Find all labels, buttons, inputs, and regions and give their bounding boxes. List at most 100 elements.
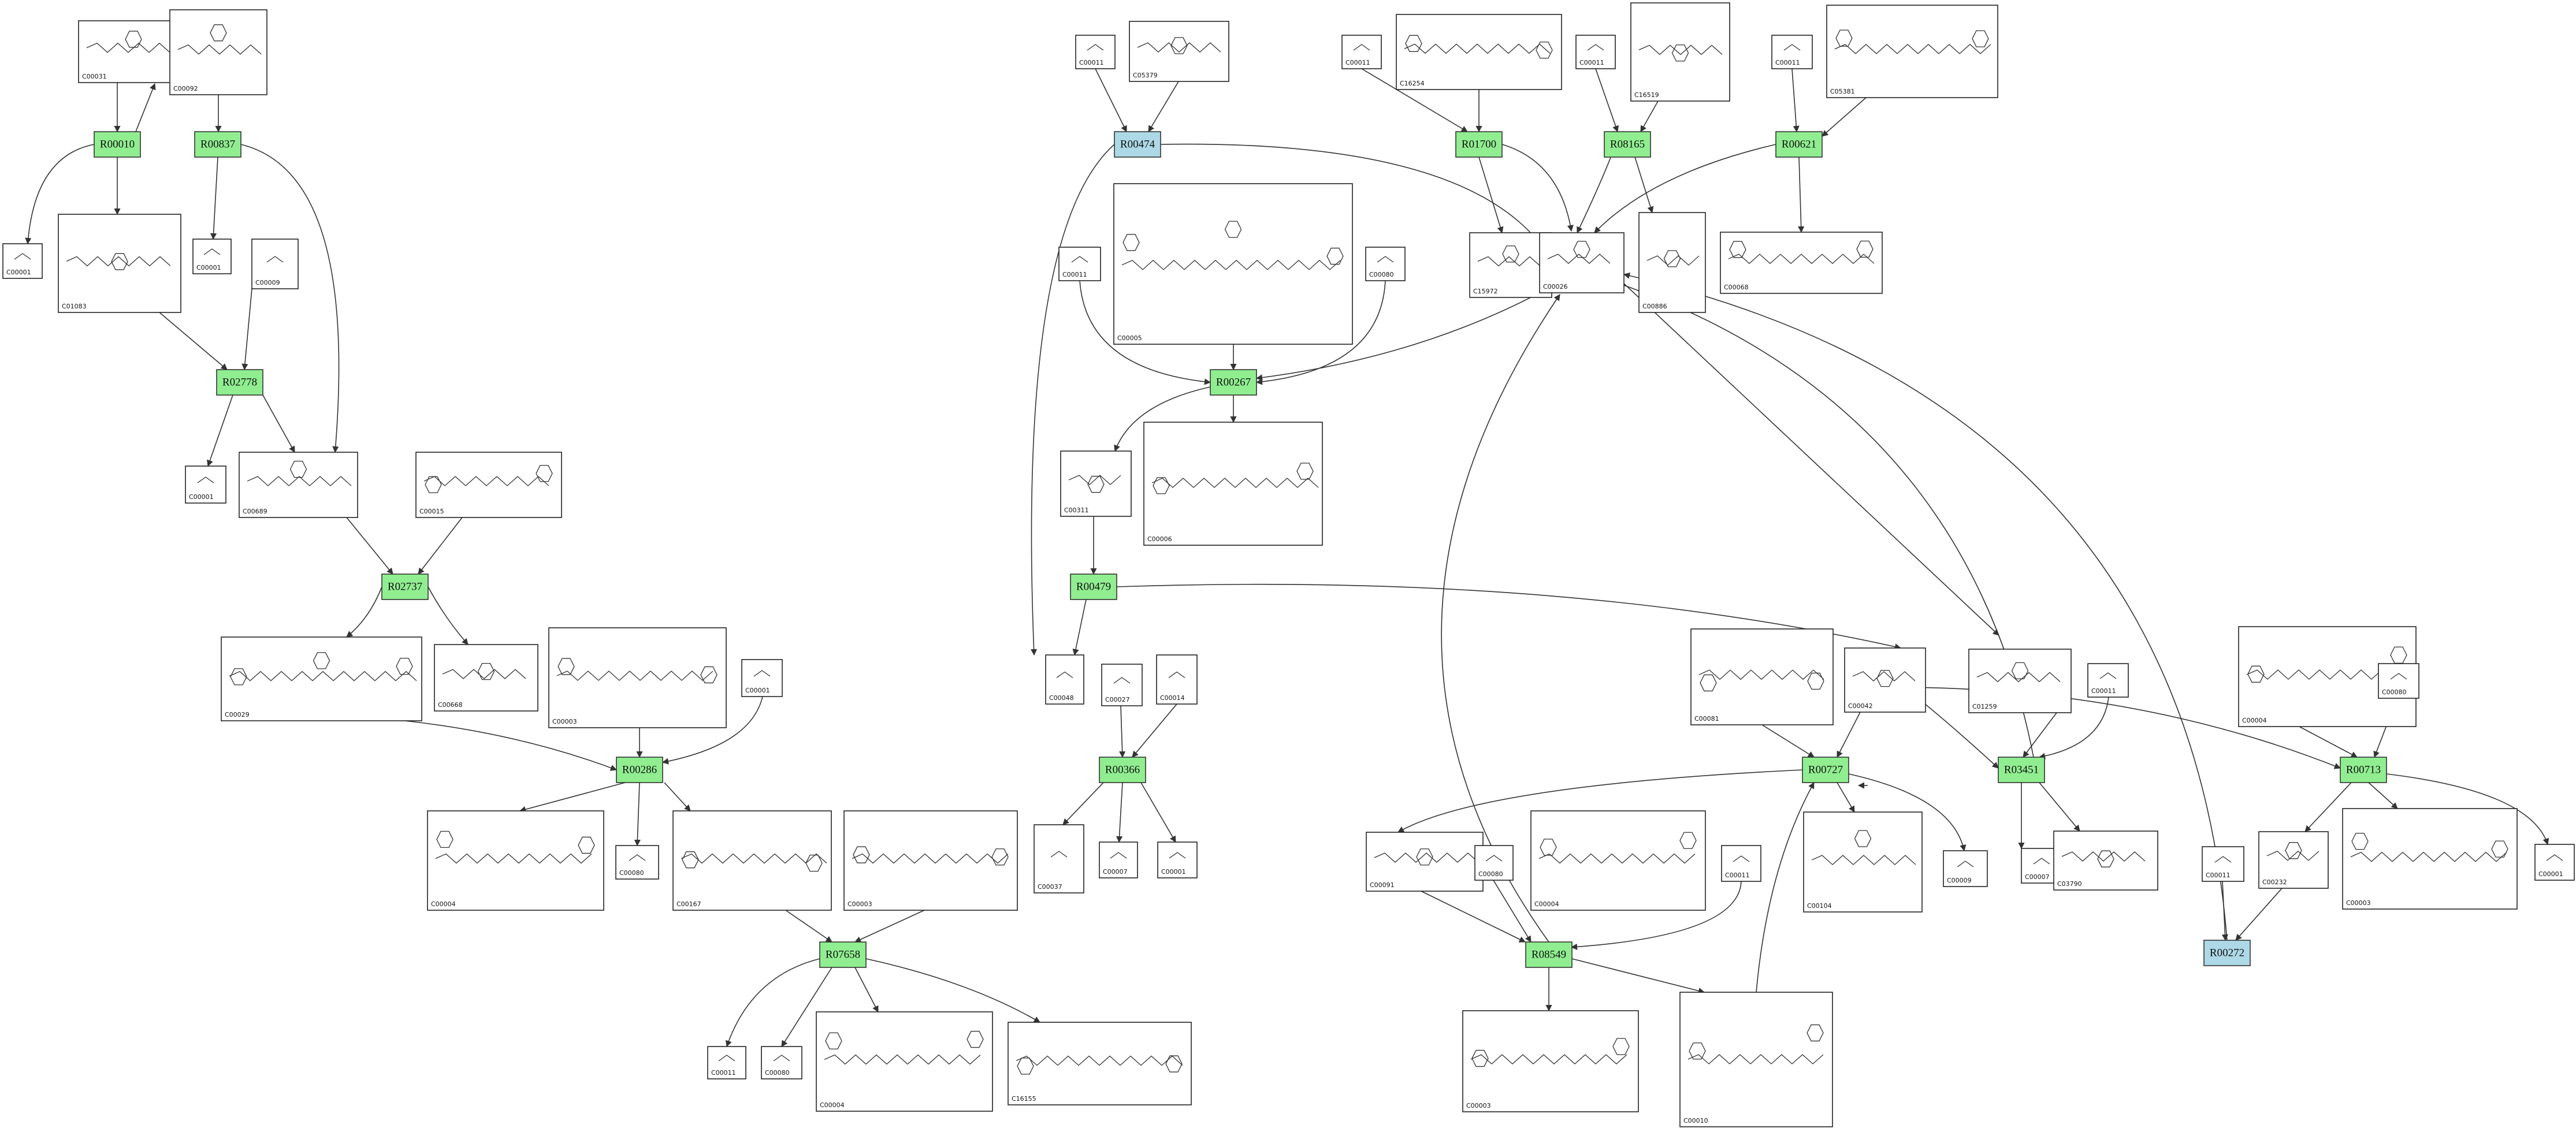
compound-node[interactable]: C05381 — [1826, 5, 1998, 98]
compound-node[interactable]: C00015 — [415, 452, 562, 518]
reaction-edge-10 — [262, 394, 295, 453]
compound-node[interactable]: C00003 — [1462, 1010, 1639, 1112]
compound-node[interactable]: C00027 — [1101, 664, 1143, 706]
reaction-node[interactable]: R08549 — [1525, 941, 1573, 968]
reaction-node[interactable]: R00272 — [2203, 940, 2251, 966]
reaction-node[interactable]: R00713 — [2340, 757, 2387, 783]
compound-node[interactable]: C00004 — [1530, 810, 1706, 911]
compound-node[interactable]: C00668 — [434, 644, 538, 712]
compound-node[interactable]: C00004 — [816, 1011, 993, 1112]
reaction-edge-39 — [1072, 599, 1087, 656]
reaction-node[interactable]: R00286 — [616, 757, 663, 783]
reaction-node[interactable]: R00727 — [1802, 757, 1849, 783]
compound-node[interactable]: C00001 — [1157, 841, 1198, 878]
compound-node[interactable]: C00091 — [1366, 832, 1484, 892]
compound-node[interactable]: C00007 — [1099, 841, 1138, 878]
compound-node[interactable]: C00003 — [2342, 808, 2518, 910]
compound-node[interactable]: C00011 — [1771, 35, 1813, 69]
structure-sketch — [1151, 463, 1319, 494]
compound-node[interactable]: C00001 — [741, 659, 783, 697]
structure-sketch — [1470, 1038, 1630, 1067]
compound-node[interactable]: C00001 — [192, 239, 232, 274]
compound-node[interactable]: C01083 — [58, 214, 181, 313]
reaction-node[interactable]: R01700 — [1455, 131, 1503, 158]
compound-id-label: C00009 — [1947, 877, 1972, 884]
compound-node[interactable]: C00886 — [1638, 212, 1706, 313]
compound-node[interactable]: C00011 — [2087, 663, 2129, 698]
compound-node[interactable]: C00080 — [1474, 845, 1514, 881]
compound-id-label: C05379 — [1133, 72, 1158, 79]
reaction-node[interactable]: R08165 — [1604, 131, 1651, 158]
compound-node[interactable]: C00011 — [1575, 35, 1616, 69]
compound-node[interactable]: C16519 — [1630, 2, 1730, 102]
compound-box — [1113, 183, 1353, 345]
compound-node[interactable]: C00029 — [221, 636, 422, 721]
compound-node[interactable]: C00003 — [548, 627, 727, 728]
compound-node[interactable]: C00011 — [1058, 247, 1101, 281]
compound-node[interactable]: C00014 — [1156, 654, 1198, 705]
compound-node[interactable]: C00011 — [1075, 35, 1116, 69]
compound-node[interactable]: C00009 — [251, 239, 299, 289]
compound-node[interactable]: C00081 — [1690, 628, 1834, 725]
reaction-node[interactable]: R00837 — [194, 131, 241, 158]
compound-node[interactable]: C00037 — [1034, 824, 1084, 893]
compound-node[interactable]: C00011 — [1721, 845, 1761, 882]
reaction-node[interactable]: R02737 — [381, 574, 429, 600]
compound-node[interactable]: C00080 — [1365, 247, 1406, 281]
compound-node[interactable]: C00011 — [707, 1046, 746, 1079]
reaction-node[interactable]: R07658 — [819, 941, 867, 968]
compound-node[interactable]: C00009 — [1943, 850, 1988, 887]
reaction-node[interactable]: R00474 — [1114, 131, 1161, 158]
reaction-box — [1099, 757, 1146, 783]
compound-box — [741, 659, 783, 697]
reaction-node[interactable]: R03451 — [1998, 757, 2045, 783]
compound-id-label: C00011 — [1062, 271, 1087, 278]
reaction-box — [616, 757, 663, 783]
compound-node[interactable]: C00011 — [1341, 35, 1382, 69]
compound-node[interactable]: C00689 — [239, 452, 358, 518]
compound-node[interactable]: C16155 — [1008, 1022, 1192, 1105]
compound-node[interactable]: C00311 — [1060, 450, 1132, 517]
reaction-node[interactable]: R00366 — [1099, 757, 1146, 783]
compound-node[interactable]: C05379 — [1129, 21, 1229, 82]
compound-node[interactable]: C00092 — [169, 9, 267, 95]
compound-node[interactable]: C00001 — [2534, 844, 2575, 881]
compound-node[interactable]: C00004 — [427, 810, 604, 911]
compound-node[interactable]: C00167 — [672, 810, 832, 911]
compound-node[interactable]: C15972 — [1469, 232, 1552, 298]
reaction-node[interactable]: R00267 — [1210, 369, 1257, 396]
compound-box — [1469, 232, 1552, 298]
structure-sketch — [435, 831, 595, 864]
reaction-node[interactable]: R00479 — [1070, 574, 1117, 600]
compound-node[interactable]: C00068 — [1720, 232, 1883, 294]
compound-node[interactable]: C00010 — [1679, 992, 1833, 1127]
compound-node[interactable]: C00003 — [843, 810, 1018, 911]
compound-id-label: C00027 — [1105, 696, 1130, 703]
compound-node[interactable]: C03790 — [2053, 831, 2158, 891]
reaction-box — [1604, 131, 1651, 158]
compound-node[interactable]: C00048 — [1045, 654, 1084, 705]
compound-node[interactable]: C00001 — [2, 243, 43, 279]
structure-sketch — [177, 24, 262, 55]
compound-box — [1156, 654, 1198, 705]
compound-node[interactable]: C00080 — [761, 1046, 802, 1079]
compound-box — [1968, 649, 2072, 713]
compound-node[interactable]: C00104 — [1803, 811, 1923, 913]
compound-node[interactable]: C00005 — [1113, 183, 1353, 345]
compound-node[interactable]: C00006 — [1143, 422, 1323, 546]
compound-node[interactable]: C00001 — [185, 466, 226, 504]
compound-node[interactable]: C01259 — [1968, 649, 2072, 713]
compound-box — [1157, 841, 1198, 878]
compound-node[interactable]: C00011 — [2202, 846, 2244, 882]
reaction-node[interactable]: R02778 — [216, 369, 263, 396]
compound-box — [1474, 845, 1514, 881]
compound-node[interactable]: C00080 — [615, 845, 659, 880]
compound-node[interactable]: C00232 — [2258, 831, 2329, 889]
reaction-node[interactable]: R00010 — [94, 131, 141, 158]
compound-node[interactable]: C00026 — [1539, 232, 1625, 293]
compound-node[interactable]: C00042 — [1844, 647, 1926, 713]
reaction-node[interactable]: R00621 — [1775, 131, 1823, 158]
compound-node[interactable]: C16254 — [1396, 14, 1562, 90]
compound-node[interactable]: C00080 — [2378, 663, 2419, 699]
reaction-edge-7 — [159, 312, 228, 370]
